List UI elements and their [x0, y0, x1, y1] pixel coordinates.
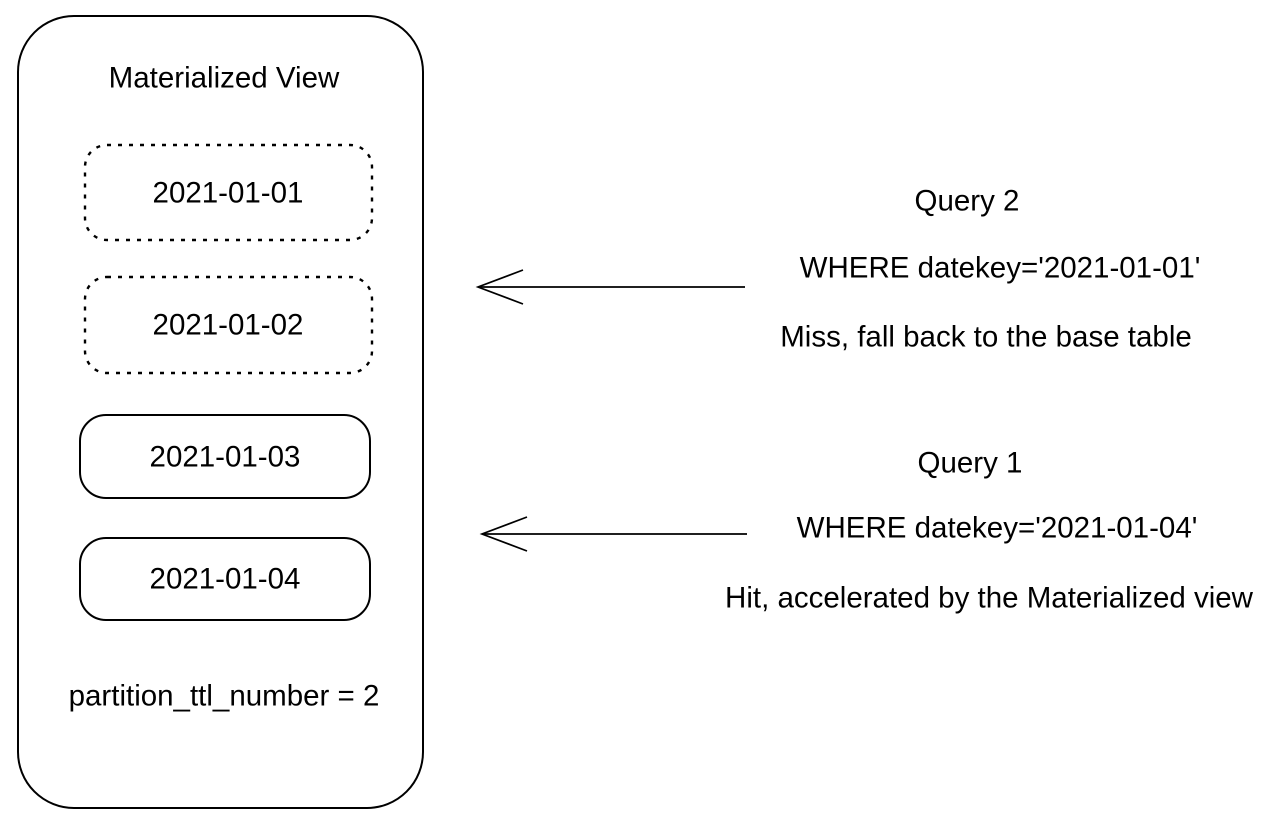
query2-where-clause: WHERE datekey='2021-01-01': [800, 252, 1201, 285]
partition-ttl-note: partition_ttl_number = 2: [69, 680, 380, 713]
materialized-view-title: Materialized View: [109, 62, 340, 95]
partition-box-2021-01-04: [79, 537, 371, 621]
query1-title: Query 1: [918, 447, 1023, 480]
materialized-view-group: Materialized View 2021-01-01 2021-01-02 …: [17, 15, 424, 809]
query2-result: Miss, fall back to the base table: [780, 321, 1192, 354]
query1-arrow-icon: [479, 516, 747, 552]
partition-box-2021-01-02: [83, 275, 374, 375]
partition-box-2021-01-03: [79, 414, 371, 499]
partition-label: 2021-01-04: [150, 563, 301, 596]
query2-title: Query 2: [915, 185, 1020, 218]
query1-where-clause: WHERE datekey='2021-01-04': [797, 512, 1198, 545]
query2-arrow-icon: [475, 269, 745, 305]
arrow-head: [475, 269, 524, 305]
partition-label: 2021-01-02: [153, 309, 304, 342]
partition-label: 2021-01-01: [153, 177, 304, 210]
arrow-head: [479, 516, 528, 552]
query2-group: Query 2 WHERE datekey='2021-01-01' Miss,…: [475, 185, 1201, 354]
partition-label: 2021-01-03: [150, 441, 301, 474]
partition-box-2021-01-01: [83, 143, 374, 242]
query1-group: Query 1 WHERE datekey='2021-01-04' Hit, …: [479, 447, 1254, 615]
query1-result: Hit, accelerated by the Materialized vie…: [725, 582, 1254, 615]
